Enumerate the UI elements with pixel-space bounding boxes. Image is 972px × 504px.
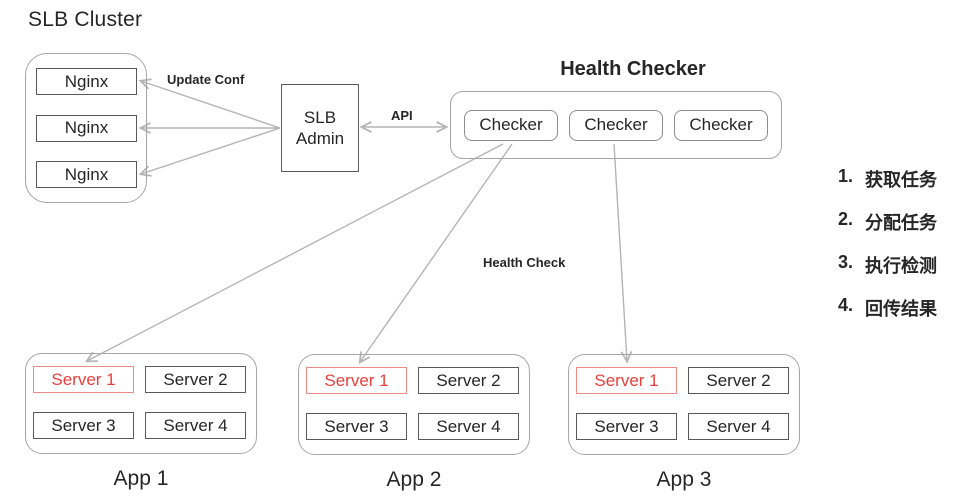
step-number: 2. [838, 209, 854, 229]
app-2-label: App 2 [386, 468, 442, 491]
server-box: Server 3 [33, 412, 134, 439]
slb-admin-label-line1: SLB [303, 107, 337, 127]
health-checker-title: Health Checker [560, 58, 706, 80]
update-conf-label: Update Conf [167, 72, 245, 87]
arrow-checker-to-app2-server1 [360, 143, 513, 362]
server-box: Server 1 [576, 367, 677, 394]
arrow-admin-to-nginx-1 [141, 81, 281, 129]
server-box: Server 3 [306, 413, 407, 440]
step-text: 获取任务 [865, 170, 937, 190]
arrow-checker-to-app3-server1 [613, 143, 627, 361]
steps-legend: 1. 获取任务 2. 分配任务 3. 执行检测 4. 回传结果 [838, 166, 937, 338]
health-check-label: Health Check [483, 255, 566, 270]
step-item: 3. 执行检测 [838, 252, 937, 278]
nginx-node: Nginx [36, 114, 137, 142]
page-title: SLB Cluster [28, 8, 143, 31]
server-box: Server 3 [576, 413, 677, 440]
slb-cluster-container: Nginx Nginx Nginx [25, 53, 147, 203]
step-text: 回传结果 [865, 299, 937, 319]
app-group-1: Server 1 Server 2 Server 3 Server 4 App … [25, 353, 257, 490]
checker-node: Checker [569, 109, 663, 141]
step-text: 执行检测 [865, 256, 937, 276]
nginx-node: Nginx [36, 161, 137, 188]
app-group-3: Server 1 Server 2 Server 3 Server 4 App … [568, 354, 800, 491]
app-3-label: App 3 [656, 468, 712, 491]
health-checker-container: Checker Checker Checker [450, 91, 782, 159]
app-1-label: App 1 [113, 467, 169, 490]
app-1-container: Server 1 Server 2 Server 3 Server 4 [25, 353, 257, 454]
arrow-checker-to-app1-server1 [87, 143, 504, 361]
app-3-container: Server 1 Server 2 Server 3 Server 4 [568, 354, 800, 455]
checker-node: Checker [464, 109, 558, 141]
step-item: 2. 分配任务 [838, 209, 937, 235]
step-number: 1. [838, 166, 854, 186]
server-box: Server 4 [688, 413, 789, 440]
server-box: Server 4 [418, 413, 519, 440]
slb-admin-label-line2: Admin [295, 129, 345, 148]
server-box: Server 1 [306, 367, 407, 394]
server-box: Server 2 [688, 367, 789, 394]
server-box: Server 1 [33, 366, 134, 393]
app-2-container: Server 1 Server 2 Server 3 Server 4 [298, 354, 530, 455]
api-label: API [391, 108, 413, 123]
step-item: 1. 获取任务 [838, 166, 937, 192]
server-box: Server 2 [145, 366, 246, 393]
checker-node: Checker [674, 109, 768, 141]
app-group-2: Server 1 Server 2 Server 3 Server 4 App … [298, 354, 530, 491]
arrow-admin-to-nginx-3 [141, 127, 281, 174]
step-item: 4. 回传结果 [838, 295, 937, 321]
step-number: 3. [838, 252, 854, 272]
nginx-node: Nginx [36, 68, 137, 95]
step-text: 分配任务 [865, 213, 937, 233]
slb-admin-box: SLB Admin [281, 84, 359, 172]
server-box: Server 2 [418, 367, 519, 394]
server-box: Server 4 [145, 412, 246, 439]
step-number: 4. [838, 295, 854, 315]
